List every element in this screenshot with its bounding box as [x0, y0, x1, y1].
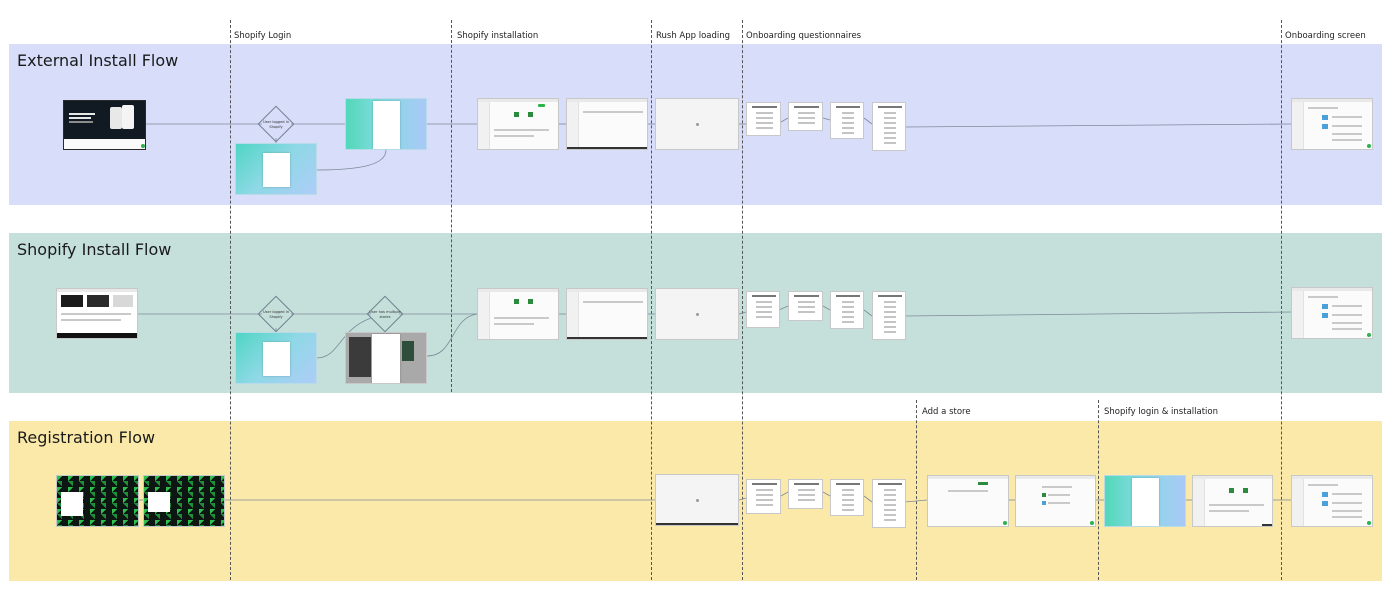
- connector: [315, 149, 387, 171]
- connector: [778, 305, 789, 311]
- questionnaire-screen-4: [872, 479, 906, 528]
- phase-label-onboarding-questionnaires: Onboarding questionnaires: [746, 31, 862, 41]
- connector: [904, 499, 928, 503]
- decision-label: User logged in Shopify: [262, 120, 289, 129]
- phase-divider: [230, 20, 231, 580]
- onboarding-screen-screenshot: [1291, 98, 1373, 150]
- questionnaire-screen-4: [872, 102, 906, 151]
- phase-divider: [916, 400, 917, 580]
- registration-login-screenshot: [143, 475, 225, 527]
- phase-label-rush-app-loading: Rush App loading: [656, 31, 731, 41]
- shopify-install-progress-screenshot: [566, 98, 648, 150]
- phase-divider: [651, 20, 652, 580]
- lane-title: Shopify Install Flow: [17, 240, 172, 259]
- shopify-install-progress-screenshot: [566, 288, 648, 340]
- questionnaire-screen-4: [872, 291, 906, 340]
- rush-app-loading-screenshot: [655, 474, 739, 526]
- connector: [904, 123, 1292, 128]
- registration-signup-screenshot: [56, 475, 139, 527]
- phase-divider: [1098, 400, 1099, 580]
- phase-divider: [742, 20, 743, 580]
- connector: [315, 317, 372, 359]
- add-store-screenshot: [927, 475, 1009, 527]
- external-landing-screenshot: [63, 100, 146, 150]
- connector: [822, 491, 831, 497]
- questionnaire-screen-2: [788, 479, 823, 509]
- shopify-install-app-screenshot: [477, 288, 559, 340]
- lane-title: External Install Flow: [17, 51, 179, 70]
- questionnaire-screen-1: [746, 102, 781, 136]
- questionnaire-screen-1: [746, 479, 781, 514]
- phase-label-shopify-login: Shopify Login: [234, 31, 292, 41]
- shopify-app-store-screenshot: [56, 288, 138, 339]
- connector: [738, 497, 747, 501]
- connector: [738, 311, 747, 315]
- shopify-install-app-screenshot: [1192, 475, 1273, 527]
- decision-label: User logged in Shopify: [262, 310, 289, 319]
- connector: [863, 309, 873, 317]
- shopify-login-screenshot: [235, 332, 317, 384]
- phase-divider: [451, 20, 452, 392]
- connector: [904, 311, 1292, 317]
- questionnaire-screen-3: [830, 291, 864, 329]
- connector: [780, 117, 789, 123]
- shopify-store-picker-screenshot: [345, 332, 427, 384]
- shopify-account-select-screenshot: [345, 98, 427, 150]
- connector: [863, 495, 873, 503]
- rush-app-loading-screenshot: [655, 98, 739, 150]
- questionnaire-screen-2: [788, 102, 823, 131]
- phase-label-shopify-login-installation: Shopify login & installation: [1104, 407, 1218, 417]
- shopify-login-screenshot: [235, 143, 317, 195]
- shopify-login-screenshot: [1104, 475, 1186, 527]
- decision-label: User has multiple stores: [369, 310, 401, 319]
- rush-app-loading-screenshot: [655, 288, 739, 340]
- shopify-install-app-screenshot: [477, 98, 559, 150]
- questionnaire-screen-2: [788, 291, 823, 321]
- questionnaire-screen-3: [830, 102, 864, 139]
- onboarding-screen-screenshot: [1291, 475, 1373, 527]
- questionnaire-screen-3: [830, 479, 864, 516]
- phase-label-add-a-store: Add a store: [922, 407, 971, 417]
- connector: [863, 117, 873, 125]
- lane-title: Registration Flow: [17, 428, 156, 447]
- onboarding-screen-screenshot: [1291, 287, 1373, 339]
- questionnaire-screen-1: [746, 291, 780, 328]
- phase-label-shopify-installation: Shopify installation: [457, 31, 539, 41]
- phase-divider: [1281, 20, 1282, 580]
- add-store-form-screenshot: [1015, 475, 1096, 527]
- connector: [822, 305, 831, 311]
- connector: [822, 117, 831, 121]
- phase-label-onboarding-screen: Onboarding screen: [1285, 31, 1366, 41]
- connector: [780, 491, 789, 497]
- connector: [426, 313, 478, 357]
